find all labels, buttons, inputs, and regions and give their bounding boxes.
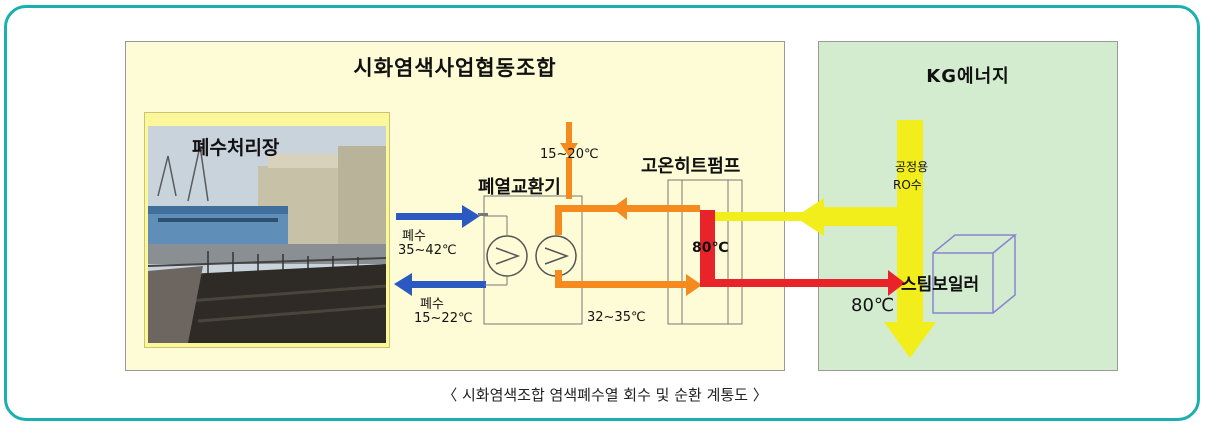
boiler-temp-label: 80℃ (851, 295, 895, 316)
process-ro-label-2: RO수 (893, 178, 922, 192)
diagram-caption: 〈 시화염색조합 염색폐수열 회수 및 순환 계통도 〉 (442, 386, 768, 404)
red-supply-line (700, 210, 905, 296)
heat-pump-label: 고온히트펌프 (641, 156, 741, 177)
process-ro-label-1: 공정용 (895, 160, 929, 174)
inlet-temp-label: 15~20℃ (540, 147, 599, 162)
blue-inflow-arrow (396, 205, 488, 228)
waste-in-temp-label: 35~42℃ (398, 243, 457, 258)
cooperative-title: 시화염색사업협동조합 (353, 56, 557, 80)
exchanger-coil-left (486, 235, 528, 277)
waste-out-temp-label: 15~22℃ (414, 311, 473, 326)
waste-in-label: 폐수 (402, 229, 426, 244)
steam-boiler-cube (932, 234, 1018, 314)
waste-heat-exchanger-label: 폐열교환기 (478, 177, 561, 198)
pump-temp-label: 80℃ (692, 240, 729, 256)
kg-energy-panel (818, 41, 1118, 371)
wastewater-plant-photo (148, 126, 386, 343)
exchanger-out-temp-label: 32~35℃ (587, 310, 646, 325)
orange-top-line (555, 157, 700, 235)
yellow-vertical-arrow (884, 120, 936, 358)
steam-boiler-label: 스팀보일러 (901, 275, 980, 295)
wastewater-plant-label: 폐수처리장 (192, 137, 280, 159)
orange-bottom-line (555, 270, 702, 296)
blue-outflow-arrow (394, 273, 486, 296)
yellow-horizontal-arrow (700, 198, 910, 236)
outer-frame (4, 5, 1200, 421)
orange-inlet-arrow (560, 122, 578, 157)
kg-energy-title: KG에너지 (926, 66, 1010, 87)
waste-out-label: 폐수 (420, 297, 444, 312)
